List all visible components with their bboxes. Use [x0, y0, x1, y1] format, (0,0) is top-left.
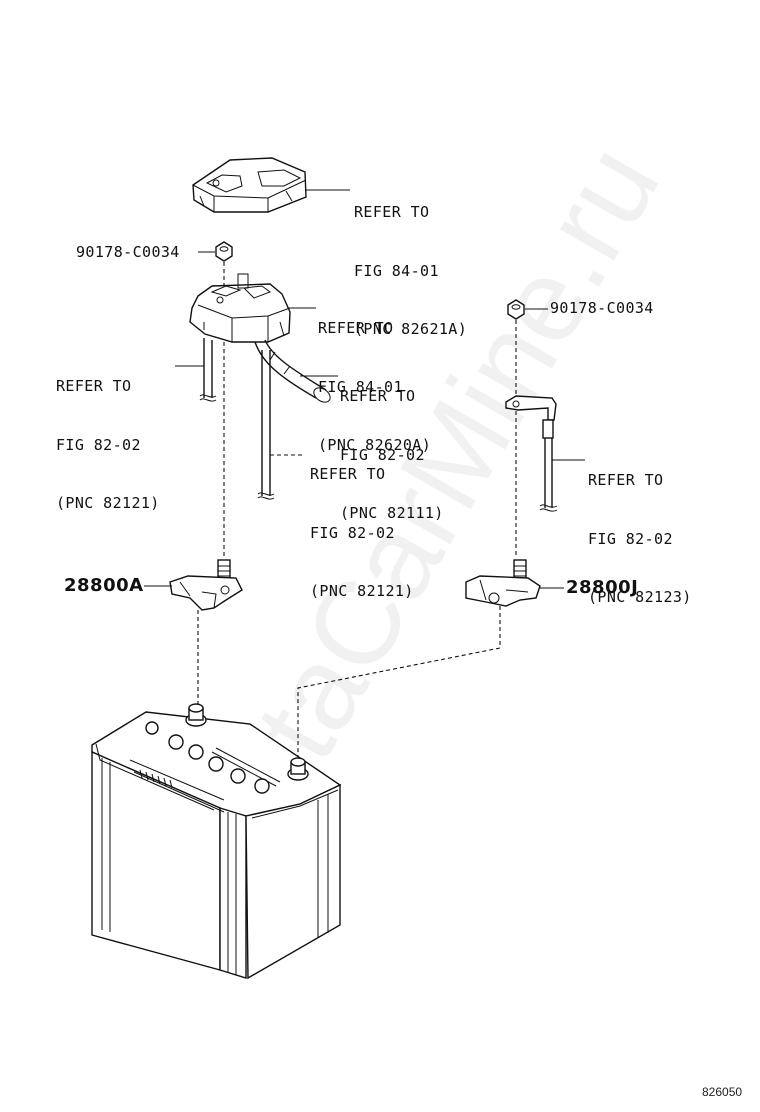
relay-cover-part — [192, 157, 307, 213]
battery-post-positive — [185, 703, 207, 727]
callout-harness: REFER TO FIG 82-02 (PNC 82111) — [340, 348, 444, 563]
dash-terminal-right-to-battery — [297, 606, 501, 762]
harness-part — [254, 339, 331, 403]
callout-line: FIG 82-02 — [340, 445, 425, 464]
callout-line: FIG 82-02 — [310, 523, 395, 542]
wire-mid-part — [257, 350, 275, 500]
callout-nut-left: 90178-C0034 — [76, 243, 180, 261]
callout-line: (PNC 82123) — [588, 588, 692, 606]
callout-line: REFER TO — [340, 387, 416, 405]
callout-nut-right: 90178-C0034 — [550, 299, 654, 317]
callout-line: FIG 82-02 — [588, 529, 673, 548]
battery-vent-ribs — [139, 769, 173, 789]
callout-line: REFER TO — [588, 471, 664, 489]
callout-line: REFER TO — [310, 465, 386, 483]
nut-right-part — [507, 299, 525, 320]
terminal-left-part — [169, 559, 243, 611]
callout-line: (PNC 82121) — [310, 582, 414, 600]
callout-line: FIG 84-01 — [318, 377, 403, 396]
callout-relay-cover: REFER TO FIG 84-01 (PNC 82621A) — [354, 164, 467, 379]
callout-line: (PNC 82111) — [340, 504, 444, 522]
callout-line: REFER TO — [318, 319, 394, 337]
callout-line: REFER TO — [354, 203, 430, 221]
callout-wire-mid: REFER TO FIG 82-02 (PNC 82121) — [310, 426, 414, 641]
figure-number: 826050 — [702, 1085, 743, 1099]
callout-wire-left: REFER TO FIG 82-02 (PNC 82121) — [56, 338, 160, 553]
callout-line: FIG 84-01 — [354, 261, 439, 280]
callout-wire-right: REFER TO FIG 82-02 (PNC 82123) — [588, 432, 692, 647]
callout-line: FIG 82-02 — [56, 435, 141, 454]
wire-right-part — [505, 395, 558, 512]
wire-left-part — [199, 338, 217, 402]
terminal-right-part — [465, 559, 541, 607]
nut-left-part — [215, 241, 233, 262]
callout-line: (PNC 82621A) — [354, 320, 468, 338]
callout-relay-block: REFER TO FIG 84-01 (PNC 82620A) — [318, 280, 431, 495]
callout-line: (PNC 82121) — [56, 494, 160, 512]
relay-block-part — [189, 273, 291, 343]
battery-caps — [145, 721, 270, 794]
callout-terminal-left: 28800A — [64, 575, 144, 596]
callout-line: REFER TO — [56, 377, 132, 395]
callout-terminal-right: 28800J — [566, 577, 639, 598]
battery-post-negative — [287, 757, 309, 781]
callout-line: (PNC 82620A) — [318, 436, 432, 454]
battery-part — [91, 703, 342, 980]
